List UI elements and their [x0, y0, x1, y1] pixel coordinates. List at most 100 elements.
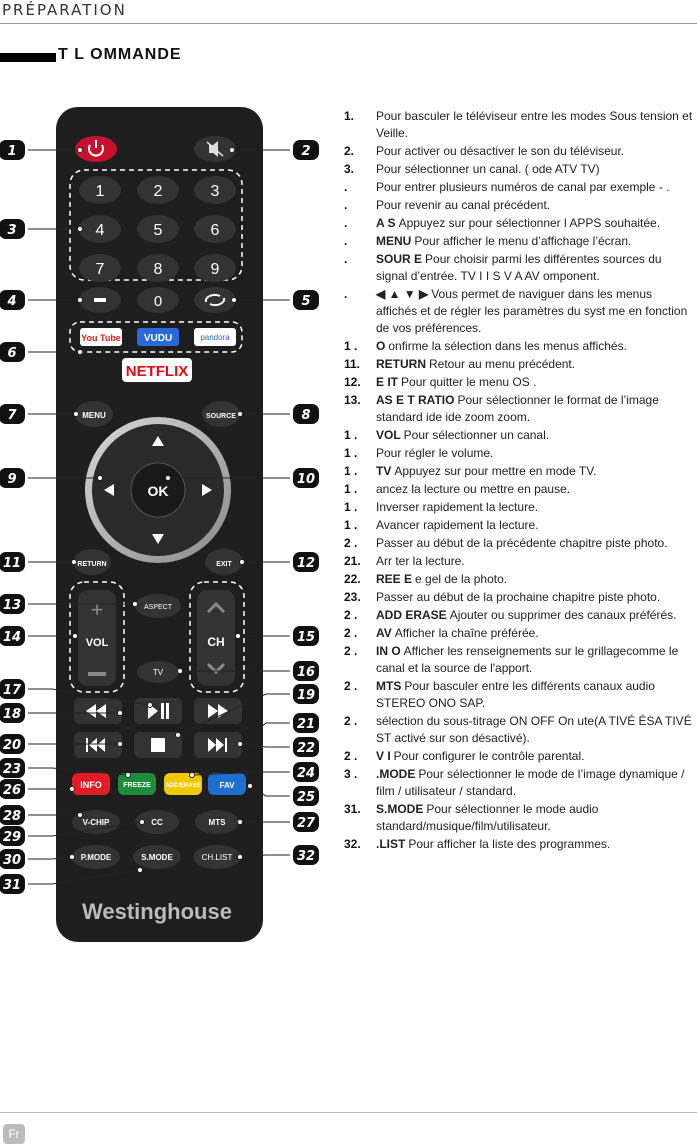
- item-key: VOL: [376, 428, 401, 442]
- vol-rocker[interactable]: [78, 590, 116, 686]
- return-button[interactable]: [73, 549, 111, 575]
- list-item: 23.Passer au début de la prochaine chapi…: [344, 589, 693, 606]
- callout-dot: [77, 297, 83, 303]
- source-button[interactable]: [202, 401, 240, 427]
- zero-button[interactable]: [137, 287, 179, 313]
- callout-marker: [0, 734, 25, 754]
- digit-button[interactable]: [137, 176, 179, 204]
- callout-line: [28, 869, 141, 885]
- left-arrow-icon[interactable]: [104, 484, 114, 496]
- item-number: .: [344, 287, 348, 301]
- digit-button[interactable]: [137, 254, 179, 282]
- callout-dot: [77, 812, 83, 818]
- digit-button[interactable]: [79, 254, 121, 282]
- vchip-button[interactable]: [72, 810, 120, 834]
- item-number: 22.: [344, 572, 361, 586]
- callout-number: 12: [297, 556, 315, 571]
- callout-marker: [0, 758, 25, 778]
- power-button[interactable]: [75, 136, 117, 162]
- callout-number: 10: [297, 472, 315, 487]
- ch-rocker[interactable]: [197, 590, 235, 686]
- callout-marker: [293, 845, 319, 865]
- add-erase-button[interactable]: [164, 773, 202, 795]
- callout-marker: [293, 762, 319, 782]
- chlist-button[interactable]: [193, 845, 241, 869]
- callout-line: [191, 771, 290, 776]
- callout-dot: [237, 819, 243, 825]
- item-number: 2 .: [344, 679, 358, 693]
- callout-dot: [77, 147, 83, 153]
- item-number: 1 .: [344, 464, 358, 478]
- youtube-button[interactable]: [80, 328, 122, 346]
- callout-dot: [132, 601, 138, 607]
- callout-number: 1: [7, 144, 16, 159]
- cc-button[interactable]: [135, 810, 179, 834]
- callout-dot: [77, 226, 83, 232]
- netflix-button[interactable]: [122, 358, 192, 382]
- list-item: 1.Pour basculer le téléviseur entre les …: [344, 108, 693, 142]
- pandora-label: pandora: [200, 333, 230, 342]
- info-label: INFO: [80, 780, 102, 790]
- cc-label: CC: [151, 818, 163, 827]
- callout-marker: [0, 552, 25, 572]
- callout-number: 24: [297, 766, 315, 781]
- digit-button[interactable]: [79, 215, 121, 243]
- pandora-button[interactable]: [194, 328, 236, 346]
- callout-number: 8: [301, 408, 310, 423]
- callout-number: 7: [7, 408, 17, 423]
- digit-button[interactable]: [79, 176, 121, 204]
- brand-logo: Westinghouse: [82, 899, 232, 924]
- info-button[interactable]: [72, 773, 110, 795]
- vudu-button[interactable]: [137, 328, 179, 346]
- recall-button[interactable]: [194, 287, 236, 313]
- mts-button[interactable]: [195, 810, 239, 834]
- digit-button[interactable]: [194, 176, 236, 204]
- callout-marker: [293, 468, 319, 488]
- menu-button[interactable]: [75, 401, 113, 427]
- item-key: MENU: [376, 234, 412, 248]
- item-key: S.MODE: [376, 802, 424, 816]
- pmode-button[interactable]: [72, 845, 120, 869]
- freeze-button[interactable]: [118, 773, 156, 795]
- ok-button[interactable]: [130, 462, 186, 518]
- item-number: 31.: [344, 802, 361, 816]
- fav-button[interactable]: [208, 773, 246, 795]
- right-arrow-icon[interactable]: [202, 484, 212, 496]
- item-number: 3.: [344, 162, 355, 176]
- callout-dot: [72, 633, 78, 639]
- smode-button[interactable]: [133, 845, 181, 869]
- callout-marker: [0, 805, 25, 825]
- callout-dot: [69, 786, 75, 792]
- rewind-icon: [86, 704, 106, 718]
- callout-marker: [293, 404, 319, 424]
- callout-line: [249, 785, 290, 797]
- up-arrow-icon[interactable]: [152, 436, 164, 446]
- tv-button[interactable]: [137, 661, 179, 683]
- callout-number: 32: [297, 849, 315, 864]
- page-footer: [0, 1112, 697, 1113]
- callout-number: 29: [3, 830, 21, 845]
- callout-number: 4: [6, 294, 16, 309]
- item-number: 11.: [344, 357, 361, 371]
- item-key: AS E T RATIO: [376, 393, 455, 407]
- list-item: .Pour entrer plusieurs numéros de canal …: [344, 179, 693, 196]
- down-arrow-icon[interactable]: [152, 534, 164, 544]
- digit-button[interactable]: [194, 215, 236, 243]
- callout-line: [239, 743, 290, 748]
- digit-button[interactable]: [137, 215, 179, 243]
- callout-number: 15: [297, 630, 315, 645]
- callout-number: 18: [3, 707, 21, 722]
- callout-number: 19: [297, 688, 315, 703]
- item-key: RETURN: [376, 357, 426, 371]
- callout-marker: [0, 679, 25, 699]
- aspect-button[interactable]: [135, 594, 181, 618]
- digit-button[interactable]: [194, 254, 236, 282]
- exit-button[interactable]: [205, 549, 243, 575]
- list-item: 1 .Inverser rapidement la lecture.: [344, 499, 693, 516]
- item-text: Pour configurer le contrôle parental.: [393, 749, 585, 763]
- dash-icon: [94, 298, 106, 302]
